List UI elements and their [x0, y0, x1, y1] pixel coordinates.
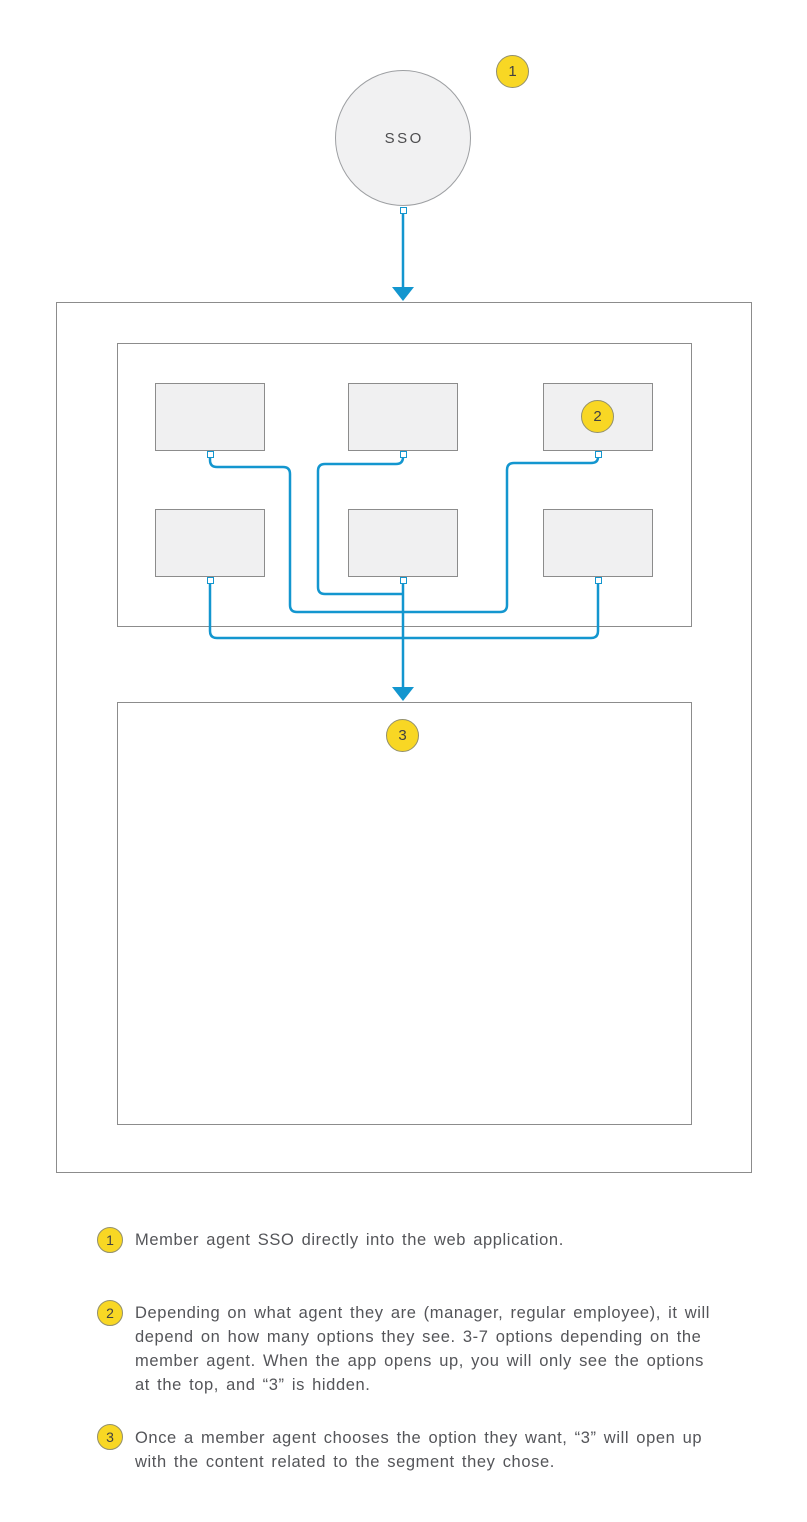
annotation-badge-3: 3: [97, 1424, 123, 1450]
annotation-text-3: Once a member agent chooses the option t…: [135, 1429, 703, 1471]
annotation-badge-2: 2: [97, 1300, 123, 1326]
option-box-5: [348, 509, 458, 577]
callout-badge-3-number: 3: [398, 727, 407, 744]
connector-port-opt6: [595, 577, 602, 584]
connector-port-opt4: [207, 577, 214, 584]
option-box-1: [155, 383, 265, 451]
content-panel-box: [117, 702, 692, 1125]
flow-line-opt3: [403, 456, 600, 614]
arrowhead-bottom: [392, 687, 414, 701]
annotation-badge-3-number: 3: [106, 1429, 114, 1445]
sso-circle: SSO: [335, 70, 471, 206]
annotation-badge-1-number: 1: [106, 1232, 114, 1248]
option-box-4: [155, 509, 265, 577]
annotation-badge-1: 1: [97, 1227, 123, 1253]
callout-badge-3: 3: [386, 719, 419, 752]
option-box-2: [348, 383, 458, 451]
callout-badge-1-number: 1: [508, 63, 517, 80]
option-box-6: [543, 509, 653, 577]
flow-line-opt6: [403, 583, 600, 640]
connector-port-opt3: [595, 451, 602, 458]
connector-port-opt1: [207, 451, 214, 458]
callout-badge-2: 2: [581, 400, 614, 433]
flow-line-opt4: [208, 583, 403, 640]
callout-badge-2-number: 2: [593, 408, 602, 425]
connector-port-sso: [400, 207, 407, 214]
connector-port-opt5: [400, 577, 407, 584]
callout-badge-1: 1: [496, 55, 529, 88]
annotation-badge-2-number: 2: [106, 1305, 114, 1321]
arrowhead-top: [392, 287, 414, 301]
annotation-text-2: Depending on what agent they are (manage…: [135, 1304, 711, 1394]
connector-port-opt2: [400, 451, 407, 458]
sso-label: SSO: [384, 129, 424, 147]
annotation-text-1: Member agent SSO directly into the web a…: [135, 1231, 564, 1249]
flow-line-opt1: [208, 457, 403, 614]
flow-line-opt2: [316, 456, 405, 596]
